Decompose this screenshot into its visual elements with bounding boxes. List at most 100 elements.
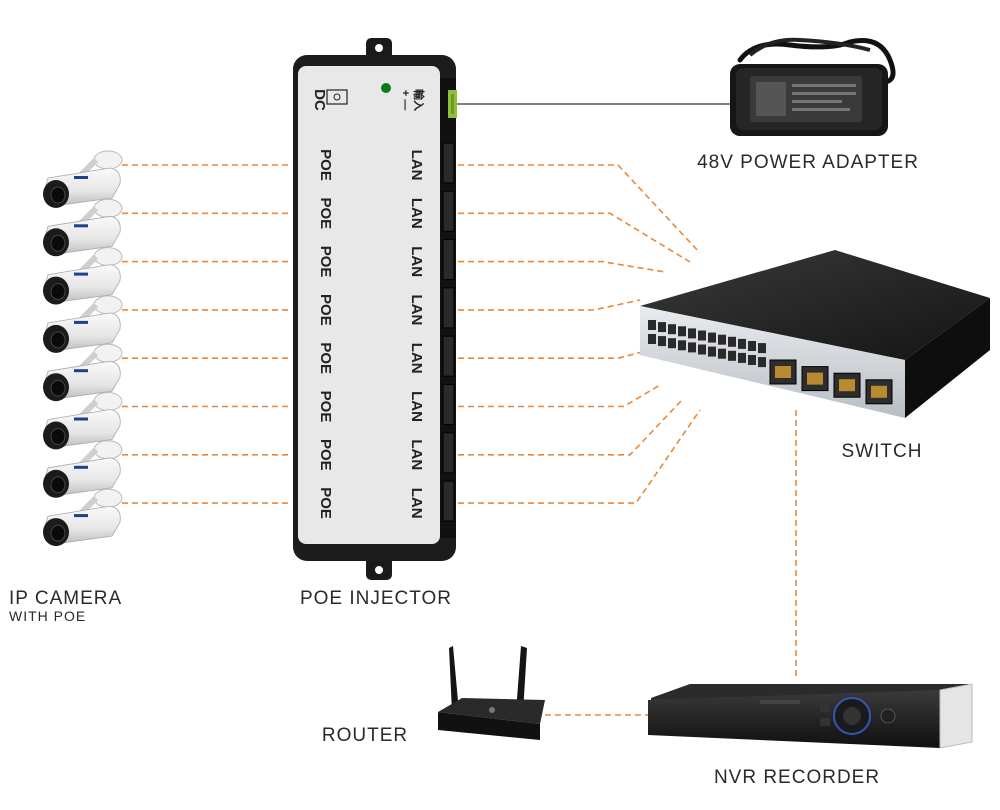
switch-port-icon: [678, 340, 686, 351]
injector-lan-labels: LAN LAN LAN LAN LAN LAN LAN LAN: [408, 150, 425, 519]
rj45-port-icon: [442, 287, 455, 329]
switch-port-icon: [658, 322, 666, 333]
router: ROUTER: [322, 646, 545, 746]
switch-port-icon: [668, 338, 676, 349]
lan-wire: [458, 260, 666, 273]
dc-polarity-icon: [326, 89, 348, 105]
poe-port-label: POE: [317, 439, 334, 471]
uplink-port-icon: [801, 366, 829, 392]
switch-side: [905, 298, 990, 418]
poe-port-label: POE: [317, 246, 334, 278]
switch-port-icon: [708, 346, 716, 357]
injector-cn-label-1: 輸入: [412, 89, 426, 111]
switch-port-icon: [748, 341, 756, 351]
ip-camera-group: [43, 150, 123, 547]
lan-wire: [458, 384, 661, 408]
injector-cn-label-2: + —: [399, 90, 411, 110]
camera-wires: [122, 164, 292, 504]
poe-port-label: POE: [317, 487, 334, 519]
switch-port-icon: [748, 355, 756, 365]
network-switch: SWITCH: [640, 250, 990, 462]
nvr-front: [648, 690, 940, 748]
poe-port-label: POE: [317, 294, 334, 326]
lan-wire: [458, 299, 641, 311]
switch-port-icon: [718, 348, 726, 359]
switch-port-icon: [698, 330, 706, 341]
lan-port-label: LAN: [408, 246, 425, 277]
nvr-label: NVR RECORDER: [714, 767, 880, 788]
switch-port-icon: [688, 328, 696, 339]
switch-port-icon: [758, 357, 766, 368]
lan-wires: [458, 164, 701, 504]
switch-port-icon: [738, 352, 746, 363]
router-label: ROUTER: [322, 725, 408, 746]
ip-camera-icon: [43, 247, 123, 305]
switch-port-icon: [708, 332, 716, 343]
power-led-icon: [381, 83, 391, 93]
switch-port-matrix: [648, 320, 766, 368]
nvr-side: [939, 683, 973, 749]
switch-label: SWITCH: [842, 441, 923, 462]
rj45-port-icon: [442, 480, 455, 522]
injector-face: [298, 66, 440, 544]
switch-uplink-ports: [769, 359, 893, 405]
switch-port-icon: [758, 343, 766, 354]
ip-camera-label: IP CAMERA: [9, 588, 122, 609]
rj45-port-icon: [442, 239, 455, 281]
ip-camera-icon: [43, 150, 123, 208]
switch-port-icon: [658, 336, 666, 347]
lan-port-label: LAN: [408, 294, 425, 325]
power-adapter: 48V POWER ADAPTER: [697, 37, 919, 173]
rj45-port-icon: [442, 384, 455, 425]
rj45-port-icon: [442, 142, 455, 184]
poe-port-label: POE: [317, 342, 334, 374]
switch-port-icon: [668, 324, 676, 335]
switch-port-icon: [648, 334, 656, 344]
lan-wire: [458, 409, 701, 504]
ip-camera-icon: [43, 343, 123, 402]
lan-port-label: LAN: [408, 343, 425, 374]
ip-camera-icon: [43, 295, 123, 353]
injector-rj45-ports: [442, 142, 455, 522]
lan-wire: [458, 399, 683, 456]
lan-port-label: LAN: [408, 488, 425, 519]
lan-wire: [458, 164, 701, 254]
injector-dc-label: DC: [311, 89, 328, 111]
nvr-top: [651, 684, 968, 700]
switch-port-icon: [728, 336, 736, 347]
poe-port-label: POE: [317, 149, 334, 181]
uplink-port-icon: [833, 372, 861, 398]
ip-camera-icon: [43, 440, 123, 498]
lan-wire: [458, 351, 643, 359]
switch-top: [640, 250, 990, 360]
switch-port-icon: [678, 326, 686, 337]
lan-port-label: LAN: [408, 150, 425, 181]
switch-port-icon: [738, 338, 746, 349]
lan-port-label: LAN: [408, 198, 425, 229]
poe-port-label: POE: [317, 391, 334, 423]
poe-injector-label: POE INJECTOR: [300, 588, 452, 609]
rj45-port-icon: [442, 335, 455, 377]
switch-port-icon: [688, 342, 696, 353]
switch-port-icon: [718, 334, 726, 345]
router-antenna-left: [449, 646, 459, 712]
router-antenna-right: [516, 646, 527, 712]
poe-port-label: POE: [317, 197, 334, 229]
ip-camera-sublabel: WITH POE: [9, 608, 86, 624]
lan-wire: [458, 212, 691, 263]
rj45-port-icon: [442, 190, 455, 232]
rj45-port-icon: [442, 432, 455, 474]
power-adapter-label: 48V POWER ADAPTER: [697, 152, 919, 173]
lan-port-label: LAN: [408, 391, 425, 422]
injector-poe-labels: POE POE POE POE POE POE POE POE: [317, 149, 334, 519]
ip-camera-icon: [43, 198, 123, 257]
ip-camera-icon: [43, 392, 123, 450]
ip-camera-icon: [43, 488, 123, 547]
lan-port-label: LAN: [408, 439, 425, 470]
switch-port-icon: [698, 344, 706, 355]
switch-port-icon: [648, 320, 656, 330]
nvr-recorder: NVR RECORDER: [648, 683, 973, 788]
switch-port-icon: [728, 350, 736, 361]
